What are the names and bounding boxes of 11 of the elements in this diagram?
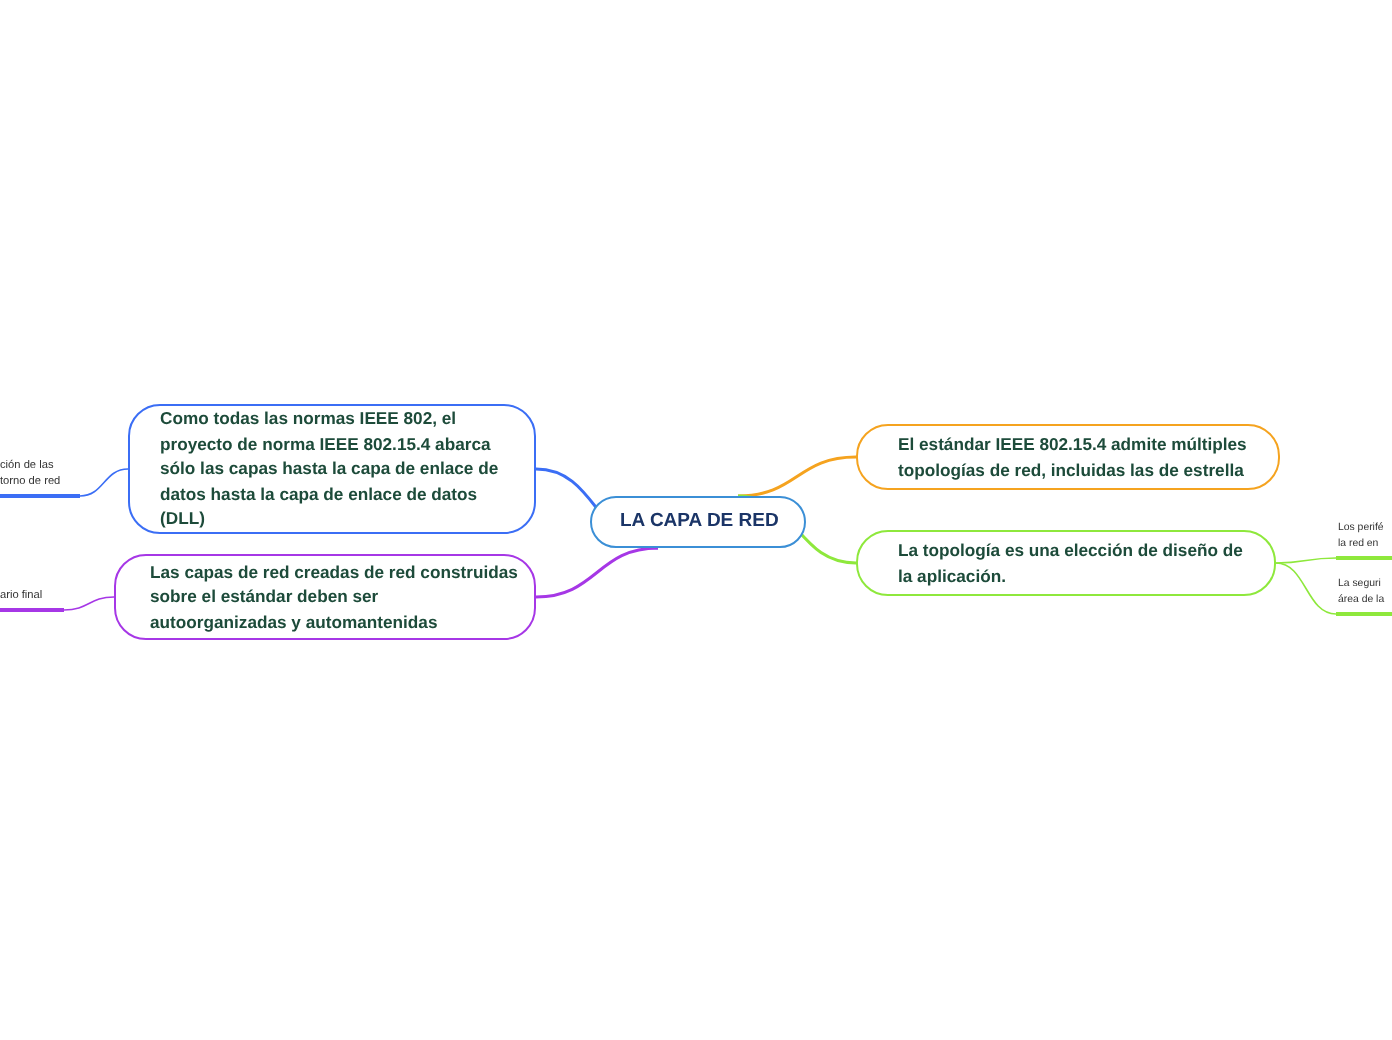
- topic-box: Como todas las normas IEEE 802, el proyecto de norma IEEE 802.15.4 abarca sólo las capas hasta la capa de enlace de datos hasta la capa de enlace de datos (DLL): [128, 404, 536, 534]
- connector-line: [79, 468, 129, 497]
- central-topic: LA CAPA DE RED: [590, 496, 806, 548]
- topic-box: Las capas de red creadas de red construidas sobre el estándar deben ser autoorganizadas y automantenidas: [114, 554, 536, 640]
- topic-box: La topología es una elección de diseño de la aplicación.: [856, 530, 1276, 596]
- connector-line: [1275, 557, 1337, 564]
- topic-box: El estándar IEEE 802.15.4 admite múltiples topologías de red, incluidas las de estrella: [856, 424, 1280, 490]
- connector-line: [1275, 562, 1337, 615]
- connector-line: [63, 596, 115, 611]
- connector-line: [535, 546, 659, 599]
- connector-line: [737, 455, 857, 498]
